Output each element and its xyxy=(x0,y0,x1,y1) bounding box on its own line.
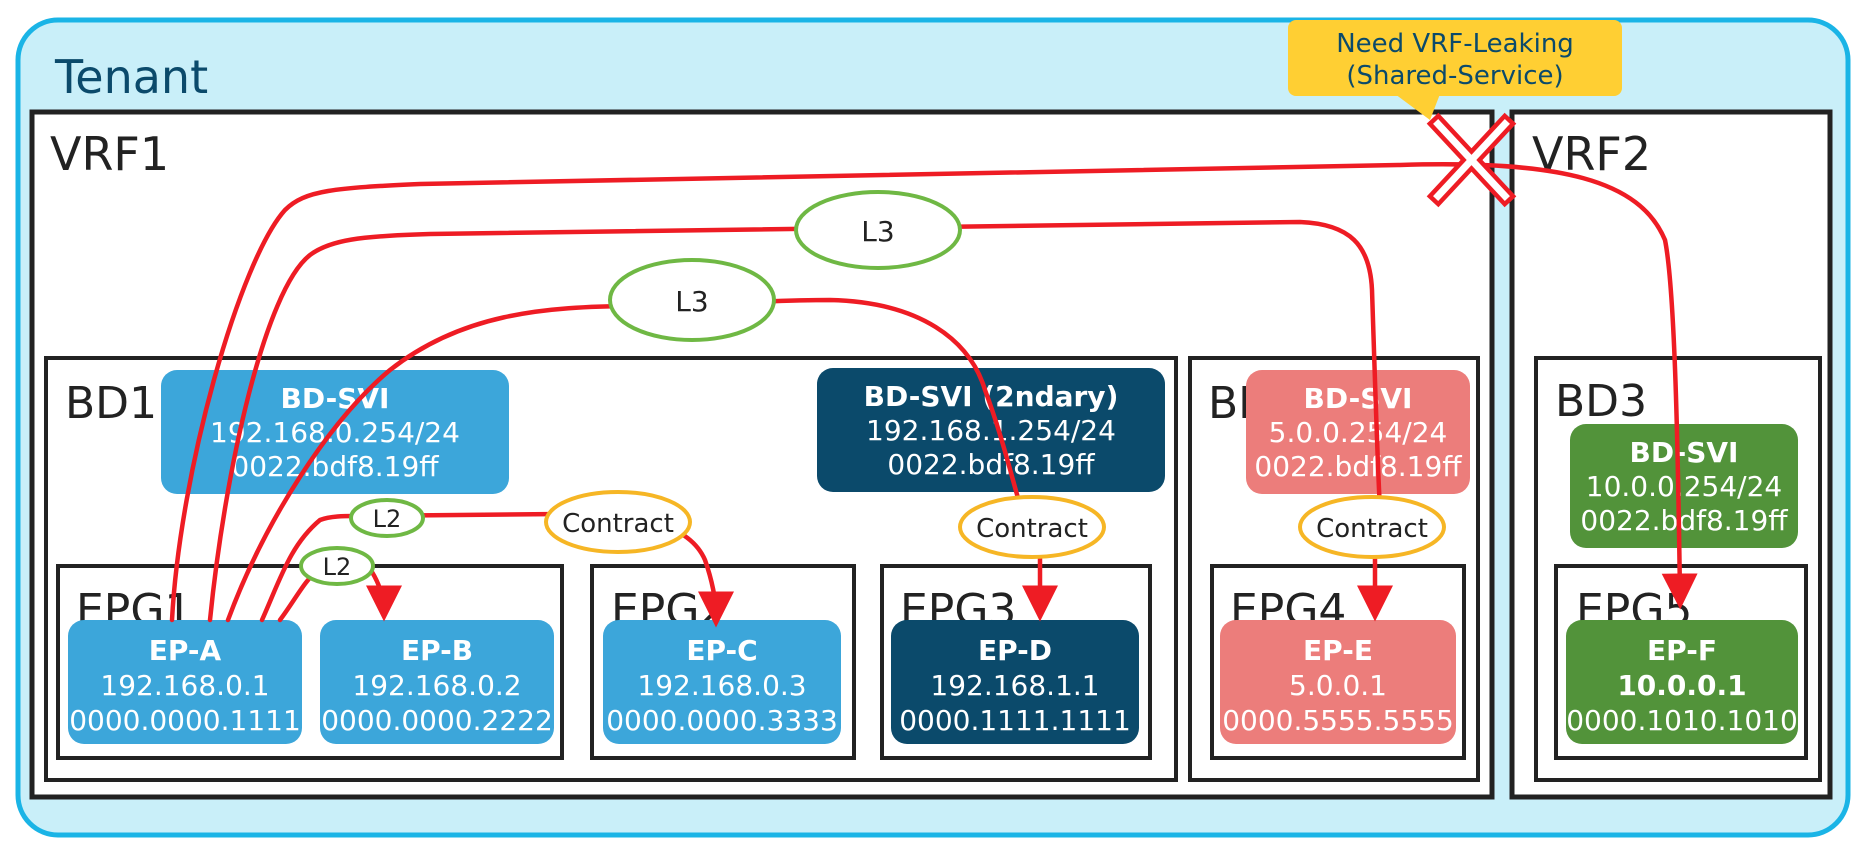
ep-e-mac: 0000.5555.5555 xyxy=(1222,704,1454,737)
l2-upper-label: L2 xyxy=(373,505,402,533)
endpoint-ep-c: EP-C 192.168.0.3 0000.0000.3333 xyxy=(603,620,841,744)
ep-b-mac: 0000.0000.2222 xyxy=(321,704,553,737)
ep-e-ip: 5.0.0.1 xyxy=(1289,669,1387,702)
ep-f-ip: 10.0.0.1 xyxy=(1617,669,1746,702)
svi-box-bd3: BD-SVI 10.0.0.254/24 0022.bdf8.19ff xyxy=(1570,424,1798,548)
svi-bd3-title: BD-SVI xyxy=(1630,436,1739,469)
contract-epg2-label: Contract xyxy=(562,509,674,539)
bd1-label: BD1 xyxy=(65,378,157,429)
ep-a-name: EP-A xyxy=(149,634,222,667)
svi-secondary-ip: 192.168.1.254/24 xyxy=(866,414,1116,447)
endpoint-ep-a: EP-A 192.168.0.1 0000.0000.1111 xyxy=(68,620,302,744)
ep-d-mac: 0000.1111.1111 xyxy=(899,704,1131,737)
bd3-label: BD3 xyxy=(1555,376,1647,427)
vrf1-label: VRF1 xyxy=(50,127,169,181)
endpoint-ep-b: EP-B 192.168.0.2 0000.0000.2222 xyxy=(320,620,554,744)
ep-c-mac: 0000.0000.3333 xyxy=(606,704,838,737)
ep-e-name: EP-E xyxy=(1303,634,1373,667)
contract-epg4-label: Contract xyxy=(1316,514,1428,544)
svi-bd1-ip: 192.168.0.254/24 xyxy=(210,416,460,449)
ep-a-mac: 0000.0000.1111 xyxy=(69,704,301,737)
flow-ep-a-to-ep-f xyxy=(169,162,1698,623)
l3-upper-label: L3 xyxy=(861,215,894,248)
ep-f-mac: 0000.1010.1010 xyxy=(1566,704,1798,737)
endpoint-ep-d: EP-D 192.168.1.1 0000.1111.1111 xyxy=(891,620,1139,744)
callout-line-1: Need VRF-Leaking xyxy=(1336,29,1574,59)
contract-oval-epg3: Contract xyxy=(958,495,1106,559)
flow-ep-a-to-ep-e xyxy=(207,219,1383,623)
l2-lower-label: L2 xyxy=(323,553,352,581)
l2-lower-oval: L2 xyxy=(299,546,375,586)
ep-f-name: EP-F xyxy=(1647,634,1717,667)
ep-c-ip: 192.168.0.3 xyxy=(637,669,806,702)
tenant-label: Tenant xyxy=(54,50,208,104)
svi-bd1-mac: 0022.bdf8.19ff xyxy=(231,450,439,483)
svi-secondary-mac: 0022.bdf8.19ff xyxy=(887,448,1095,481)
ep-d-ip: 192.168.1.1 xyxy=(930,669,1099,702)
endpoint-ep-f: EP-F 10.0.0.1 0000.1010.1010 xyxy=(1566,620,1798,744)
svi-box-bd1-secondary: BD-SVI (2ndary) 192.168.1.254/24 0022.bd… xyxy=(817,368,1165,492)
l3-lower-oval: L3 xyxy=(608,258,776,342)
ep-b-ip: 192.168.0.2 xyxy=(352,669,521,702)
blocked-x-icon xyxy=(1426,112,1517,208)
endpoint-ep-e: EP-E 5.0.0.1 0000.5555.5555 xyxy=(1220,620,1456,744)
ep-c-name: EP-C xyxy=(686,634,757,667)
ep-d-name: EP-D xyxy=(978,634,1052,667)
l3-upper-oval: L3 xyxy=(794,190,962,270)
contract-oval-epg2: Contract xyxy=(544,490,692,554)
svi-bd3-mac: 0022.bdf8.19ff xyxy=(1580,504,1788,537)
ep-b-name: EP-B xyxy=(401,634,473,667)
l2-upper-oval: L2 xyxy=(349,498,425,538)
l3-lower-label: L3 xyxy=(675,285,708,318)
svi-bd2-ip: 5.0.0.254/24 xyxy=(1269,416,1448,449)
vrf-leaking-callout: Need VRF-Leaking (Shared-Service) xyxy=(1288,20,1622,120)
contract-oval-epg4: Contract xyxy=(1298,495,1446,559)
svi-bd2-title: BD-SVI xyxy=(1304,382,1413,415)
svi-box-bd2: BD-SVI 5.0.0.254/24 0022.bdf8.19ff xyxy=(1246,370,1470,494)
callout-line-2: (Shared-Service) xyxy=(1346,61,1563,91)
contract-epg3-label: Contract xyxy=(976,514,1088,544)
svi-bd3-ip: 10.0.0.254/24 xyxy=(1586,470,1782,503)
ep-a-ip: 192.168.0.1 xyxy=(100,669,269,702)
svi-bd2-mac: 0022.bdf8.19ff xyxy=(1254,450,1462,483)
